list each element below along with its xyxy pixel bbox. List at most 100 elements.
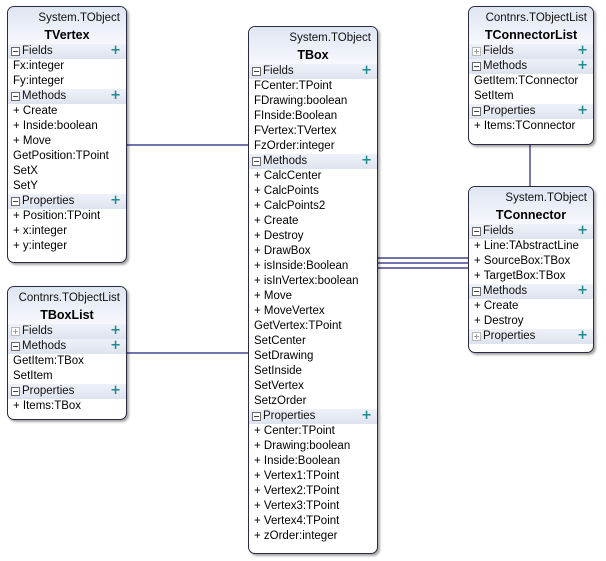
property-item[interactable]: + Inside:Boolean xyxy=(254,455,340,467)
add-property-icon[interactable]: + xyxy=(577,328,588,343)
field-item[interactable]: FzOrder:integer xyxy=(254,140,335,152)
property-item[interactable]: + Drawing:boolean xyxy=(254,440,351,452)
method-item[interactable]: GetItem:TConnector xyxy=(474,75,579,87)
add-field-icon[interactable]: + xyxy=(577,43,588,58)
add-property-icon[interactable]: + xyxy=(361,408,372,423)
collapse-toggle-icon[interactable]: − xyxy=(472,107,481,116)
property-item[interactable]: + zOrder:integer xyxy=(254,530,338,542)
method-item[interactable]: + DrawBox xyxy=(254,245,311,257)
add-field-icon[interactable]: + xyxy=(110,43,121,58)
method-item[interactable]: + Inside:boolean xyxy=(13,120,98,132)
property-item[interactable]: + Items:TConnector xyxy=(474,120,576,132)
method-item[interactable]: + Move xyxy=(254,290,293,302)
method-item[interactable]: + Move xyxy=(13,135,52,147)
method-item[interactable]: SetX xyxy=(13,165,38,177)
add-method-icon[interactable]: + xyxy=(110,338,121,353)
method-item[interactable]: GetVertex:TPoint xyxy=(254,320,342,332)
method-item[interactable]: + CalcCenter xyxy=(254,170,322,182)
collapse-toggle-icon[interactable]: − xyxy=(11,47,20,56)
fields-section-header[interactable]: + Fields + xyxy=(469,44,593,59)
add-field-icon[interactable]: + xyxy=(110,323,121,338)
property-item[interactable]: + x:integer xyxy=(13,225,68,237)
collapse-toggle-icon[interactable]: − xyxy=(252,157,261,166)
method-item[interactable]: + isInVertex:boolean xyxy=(254,275,359,287)
methods-section-header[interactable]: − Methods + xyxy=(469,59,593,74)
method-item[interactable]: GetPosition:TPoint xyxy=(13,150,109,162)
fields-section-header[interactable]: − Fields + xyxy=(8,44,126,59)
add-property-icon[interactable]: + xyxy=(110,383,121,398)
add-property-icon[interactable]: + xyxy=(110,193,121,208)
method-item[interactable]: + CalcPoints xyxy=(254,185,319,197)
fields-section-header[interactable]: − Fields + xyxy=(469,224,593,239)
add-field-icon[interactable]: + xyxy=(361,63,372,78)
add-method-icon[interactable]: + xyxy=(577,283,588,298)
property-item[interactable]: + y:integer xyxy=(13,240,68,252)
expand-toggle-icon[interactable]: + xyxy=(11,327,20,336)
method-item[interactable]: + isInside:Boolean xyxy=(254,260,349,272)
add-property-icon[interactable]: + xyxy=(577,103,588,118)
class-tconnectorlist[interactable]: Contnrs.TObjectList TConnectorList + Fie… xyxy=(468,6,594,145)
method-item[interactable]: + Destroy xyxy=(474,315,524,327)
methods-section-header[interactable]: − Methods + xyxy=(8,339,126,354)
method-item[interactable]: SetzOrder xyxy=(254,395,307,407)
property-item[interactable]: + Center:TPoint xyxy=(254,425,335,437)
methods-section-header[interactable]: − Methods + xyxy=(249,154,377,169)
field-item[interactable]: Fy:integer xyxy=(13,75,65,87)
class-tboxlist[interactable]: Contnrs.TObjectList TBoxList + Fields + … xyxy=(7,286,127,420)
method-item[interactable]: + Create xyxy=(13,105,58,117)
class-tconnector[interactable]: System.TObject TConnector − Fields + + L… xyxy=(468,186,594,353)
property-item[interactable]: + Vertex2:TPoint xyxy=(254,485,340,497)
method-item[interactable]: + Destroy xyxy=(254,230,304,242)
method-item[interactable]: + CalcPoints2 xyxy=(254,200,326,212)
property-item[interactable]: + Vertex3:TPoint xyxy=(254,500,340,512)
expand-toggle-icon[interactable]: + xyxy=(472,47,481,56)
methods-section-header[interactable]: − Methods + xyxy=(469,284,593,299)
method-item[interactable]: SetDrawing xyxy=(254,350,314,362)
field-item[interactable]: Fx:integer xyxy=(13,60,65,72)
collapse-toggle-icon[interactable]: − xyxy=(11,387,20,396)
fields-section-header[interactable]: − Fields + xyxy=(249,64,377,79)
collapse-toggle-icon[interactable]: − xyxy=(252,67,261,76)
field-item[interactable]: FCenter:TPoint xyxy=(254,80,332,92)
add-field-icon[interactable]: + xyxy=(577,223,588,238)
collapse-toggle-icon[interactable]: − xyxy=(11,92,20,101)
add-method-icon[interactable]: + xyxy=(577,58,588,73)
method-item[interactable]: SetVertex xyxy=(254,380,304,392)
collapse-toggle-icon[interactable]: − xyxy=(472,62,481,71)
method-item[interactable]: SetItem xyxy=(474,90,514,102)
property-item[interactable]: + Vertex1:TPoint xyxy=(254,470,340,482)
fields-section-header[interactable]: + Fields + xyxy=(8,324,126,339)
property-item[interactable]: + Vertex4:TPoint xyxy=(254,515,340,527)
field-item[interactable]: FDrawing:boolean xyxy=(254,95,348,107)
collapse-toggle-icon[interactable]: − xyxy=(472,287,481,296)
method-item[interactable]: + Create xyxy=(474,300,519,312)
properties-section-header[interactable]: − Properties + xyxy=(469,104,593,119)
expand-toggle-icon[interactable]: + xyxy=(472,332,481,341)
collapse-toggle-icon[interactable]: − xyxy=(472,227,481,236)
properties-section-header[interactable]: − Properties + xyxy=(249,409,377,424)
methods-section-header[interactable]: − Methods + xyxy=(8,89,126,104)
add-method-icon[interactable]: + xyxy=(110,88,121,103)
add-method-icon[interactable]: + xyxy=(361,153,372,168)
field-item[interactable]: FVertex:TVertex xyxy=(254,125,337,137)
method-item[interactable]: SetItem xyxy=(13,370,53,382)
field-item[interactable]: FInside:Boolean xyxy=(254,110,338,122)
field-item[interactable]: + SourceBox:TBox xyxy=(474,255,571,267)
method-item[interactable]: SetCenter xyxy=(254,335,306,347)
collapse-toggle-icon[interactable]: − xyxy=(11,197,20,206)
properties-section-header[interactable]: − Properties + xyxy=(8,194,126,209)
method-item[interactable]: GetItem:TBox xyxy=(13,355,84,367)
method-item[interactable]: SetInside xyxy=(254,365,302,377)
method-item[interactable]: + MoveVertex xyxy=(254,305,325,317)
collapse-toggle-icon[interactable]: − xyxy=(252,412,261,421)
method-item[interactable]: + Create xyxy=(254,215,299,227)
properties-section-header[interactable]: − Properties + xyxy=(8,384,126,399)
properties-section-header[interactable]: + Properties + xyxy=(469,329,593,344)
collapse-toggle-icon[interactable]: − xyxy=(11,342,20,351)
field-item[interactable]: + Line:TAbstractLine xyxy=(474,240,579,252)
class-tbox[interactable]: System.TObject TBox − Fields + FCenter:T… xyxy=(248,26,378,554)
property-item[interactable]: + Items:TBox xyxy=(13,400,82,412)
class-tvertex[interactable]: System.TObject TVertex − Fields + Fx:int… xyxy=(7,6,127,263)
field-item[interactable]: + TargetBox:TBox xyxy=(474,270,566,282)
method-item[interactable]: SetY xyxy=(13,180,38,192)
